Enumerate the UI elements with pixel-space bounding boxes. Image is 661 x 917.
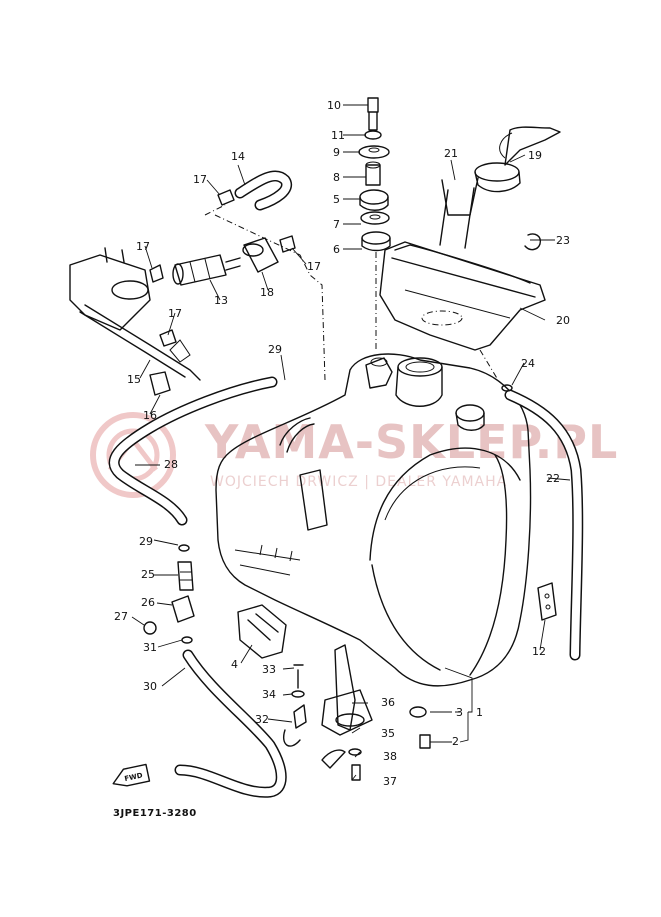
callout-18: 18 xyxy=(260,286,274,299)
callout-37: 37 xyxy=(383,775,397,788)
callout-33: 33 xyxy=(262,663,276,676)
callout-10: 10 xyxy=(327,99,341,112)
callout-1: 1 xyxy=(476,706,483,719)
hose-part-28 xyxy=(108,376,278,526)
hose-part-22 xyxy=(479,349,584,661)
callout-29: 29 xyxy=(268,343,282,356)
callout-8: 8 xyxy=(333,171,340,184)
callout-5: 5 xyxy=(333,193,340,206)
diagram-code: 3JPE171-3280 xyxy=(113,808,197,819)
callout-17: 17 xyxy=(193,173,207,186)
fuel-filter-group xyxy=(149,170,326,381)
callout-28: 28 xyxy=(164,458,178,471)
tray-part-20 xyxy=(379,126,561,351)
callout-20: 20 xyxy=(556,314,570,327)
fwd-label: FWD xyxy=(124,771,144,783)
callout-26: 26 xyxy=(141,596,155,609)
callout-16: 16 xyxy=(143,409,157,422)
callout-17: 17 xyxy=(307,260,321,273)
callout-15: 15 xyxy=(127,373,141,386)
fwd-arrow-icon: FWD xyxy=(112,763,151,787)
clamp-part-23 xyxy=(524,233,542,251)
sender-unit-group xyxy=(283,644,431,781)
callout-24: 24 xyxy=(521,357,535,370)
callout-2: 2 xyxy=(452,735,459,748)
callout-32: 32 xyxy=(255,713,269,726)
callout-7: 7 xyxy=(333,218,340,231)
callout-23: 23 xyxy=(556,234,570,247)
callout-25: 25 xyxy=(141,568,155,581)
callout-13: 13 xyxy=(214,294,228,307)
callout-19: 19 xyxy=(528,149,542,162)
callout-12: 12 xyxy=(532,645,546,658)
callout-11: 11 xyxy=(331,129,345,142)
callout-4: 4 xyxy=(231,658,238,671)
callout-3: 3 xyxy=(456,706,463,719)
fuel-cock-group xyxy=(143,544,287,798)
callout-27: 27 xyxy=(114,610,128,623)
callout-35: 35 xyxy=(381,727,395,740)
callout-30: 30 xyxy=(143,680,157,693)
bracket-part-4 xyxy=(237,604,287,659)
callout-9: 9 xyxy=(333,146,340,159)
callout-14: 14 xyxy=(231,150,245,163)
mounting-stack xyxy=(358,97,391,350)
callout-29: 29 xyxy=(139,535,153,548)
callout-31: 31 xyxy=(143,641,157,654)
callout-21: 21 xyxy=(444,147,458,160)
callout-17: 17 xyxy=(136,240,150,253)
callout-17: 17 xyxy=(168,307,182,320)
watermark: YAMA-SKLEP.PL WOJCIECH DRWICZ | DEALER Y… xyxy=(90,412,617,498)
callout-34: 34 xyxy=(262,688,276,701)
bracket-part-15 xyxy=(69,247,201,396)
fuel-tank xyxy=(215,353,557,687)
callout-labels: 1234567891011121314151617171717181920212… xyxy=(114,99,570,788)
callout-38: 38 xyxy=(383,750,397,763)
leader-lines xyxy=(131,104,571,781)
callout-36: 36 xyxy=(381,696,395,709)
callout-6: 6 xyxy=(333,243,340,256)
callout-22: 22 xyxy=(546,472,560,485)
watermark-subtitle: WOJCIECH DRWICZ | DEALER YAMAHA xyxy=(210,474,507,490)
